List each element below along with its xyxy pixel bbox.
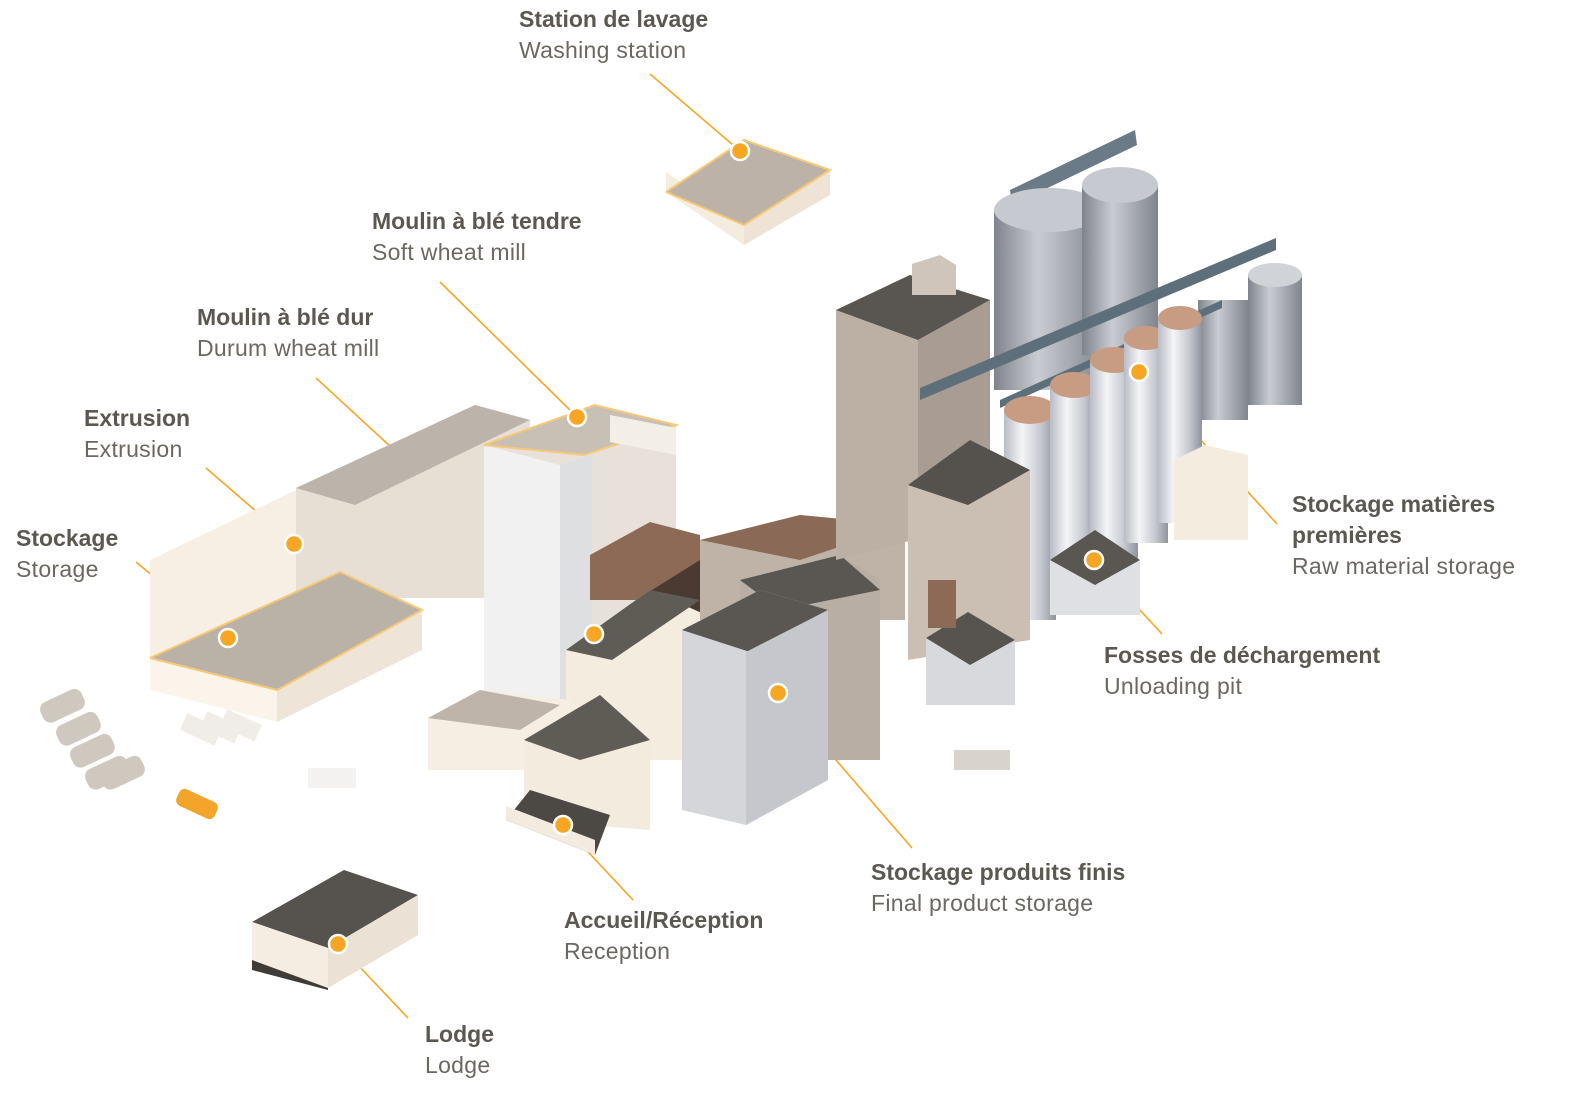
raw-material-storage-label-fr-1: Stockage matières: [1292, 491, 1496, 517]
callout-unloading-pit[interactable]: Fosses de déchargement Unloading pit: [1104, 640, 1380, 702]
callout-reception[interactable]: Accueil/Réception Reception: [564, 905, 763, 967]
storage-label-en: Storage: [16, 556, 99, 582]
final-product-storage-building: [682, 590, 828, 825]
trucks: [40, 688, 1010, 820]
callout-raw-material-storage[interactable]: Stockage matières premières Raw material…: [1292, 489, 1515, 582]
raw-material-storage-marker[interactable]: [1128, 361, 1150, 383]
raw-material-storage-label-en: Raw material storage: [1292, 553, 1516, 579]
durum-wheat-mill-marker[interactable]: [583, 623, 605, 645]
reception-label-en: Reception: [564, 938, 671, 964]
washing-station-label-fr: Station de lavage: [519, 6, 709, 32]
callout-extrusion[interactable]: Extrusion Extrusion: [84, 403, 190, 465]
raw-material-storage-label-fr-2: premières: [1292, 522, 1402, 548]
lodge-building: [252, 870, 418, 990]
reception-building: [428, 690, 650, 855]
final-product-storage-label-fr: Stockage produits finis: [871, 859, 1126, 885]
extrusion-label-fr: Extrusion: [84, 405, 191, 431]
lodge-label-fr: Lodge: [425, 1021, 494, 1047]
extrusion-label-en: Extrusion: [84, 436, 183, 462]
durum-wheat-mill-label-fr: Moulin à blé dur: [197, 304, 374, 330]
soft-wheat-mill-marker[interactable]: [566, 406, 588, 428]
durum-wheat-mill-label-en: Durum wheat mill: [197, 335, 380, 361]
unloading-pit-label-en: Unloading pit: [1104, 673, 1243, 699]
washing-station-label-en: Washing station: [519, 37, 687, 63]
storage-marker[interactable]: [217, 627, 239, 649]
lodge-marker[interactable]: [327, 933, 349, 955]
lodge-label-en: Lodge: [425, 1052, 491, 1078]
soft-wheat-mill-label-fr: Moulin à blé tendre: [372, 208, 582, 234]
extrusion-marker[interactable]: [283, 533, 305, 555]
reception-marker[interactable]: [552, 814, 574, 836]
washing-station-building: [665, 138, 833, 245]
soft-wheat-mill-label-en: Soft wheat mill: [372, 239, 527, 265]
marker-dots: [217, 140, 1150, 955]
raw-material-silos: [920, 130, 1302, 620]
washing-station-marker[interactable]: [729, 140, 751, 162]
unloading-pit-label-fr: Fosses de déchargement: [1104, 642, 1381, 668]
reception-label-fr: Accueil/Réception: [564, 907, 764, 933]
final-product-storage-label-en: Final product storage: [871, 890, 1094, 916]
callout-lodge[interactable]: Lodge Lodge: [425, 1019, 494, 1081]
unloading-pit-marker[interactable]: [1083, 549, 1105, 571]
callout-washing-station[interactable]: Station de lavage Washing station: [519, 4, 708, 66]
storage-label-fr: Stockage: [16, 525, 119, 551]
callout-storage[interactable]: Stockage Storage: [16, 523, 118, 585]
callout-soft-wheat-mill[interactable]: Moulin à blé tendre Soft wheat mill: [372, 206, 582, 268]
final-product-storage-marker[interactable]: [767, 682, 789, 704]
storage-extrusion-buildings: [149, 405, 530, 722]
callout-final-product-storage[interactable]: Stockage produits finis Final product st…: [871, 857, 1125, 919]
right-buildings: [908, 440, 1248, 705]
callout-durum-wheat-mill[interactable]: Moulin à blé dur Durum wheat mill: [197, 302, 379, 364]
